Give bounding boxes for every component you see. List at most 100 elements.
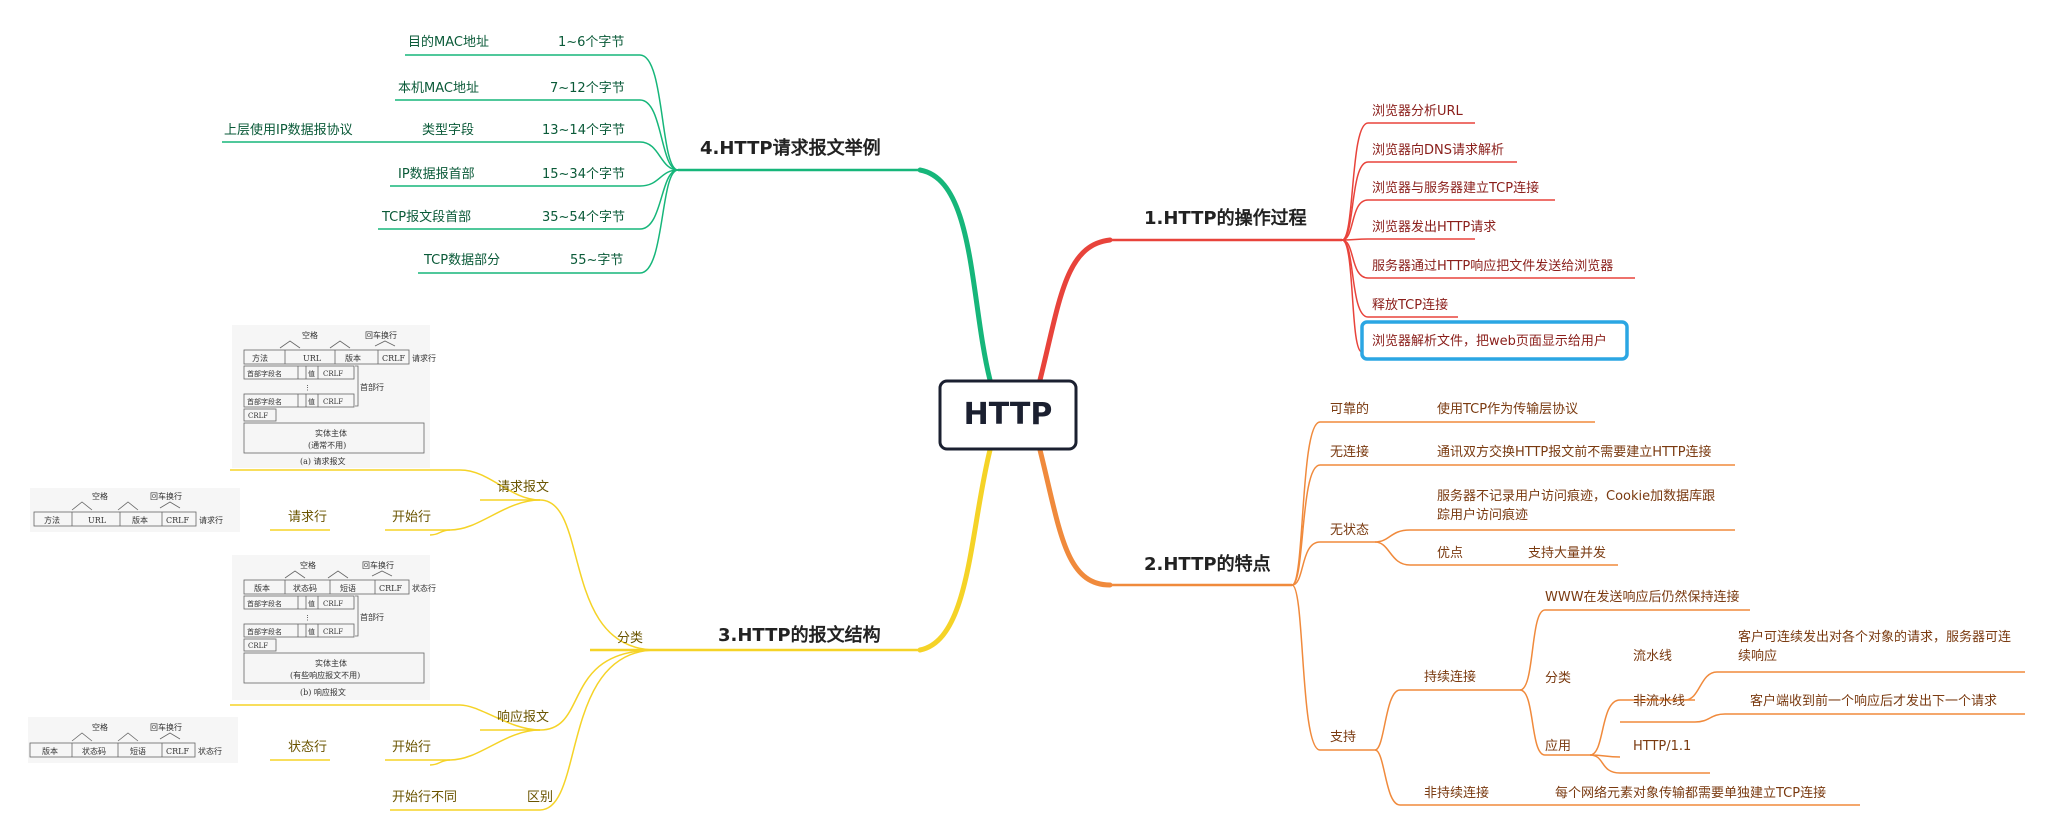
svg-text:实体主体: 实体主体: [315, 428, 347, 438]
svg-text:版本: 版本: [254, 583, 270, 593]
b3-status-line[interactable]: 状态行: [288, 740, 327, 755]
root-label: HTTP: [964, 397, 1053, 432]
svg-text:值: 值: [308, 369, 315, 378]
b2-advantage-desc[interactable]: 支持大量并发: [1528, 545, 1606, 561]
svg-text:CRLF: CRLF: [323, 398, 343, 406]
branch-3-curve: [917, 447, 993, 653]
b4-row-5-bytes[interactable]: 35~54个字节: [542, 210, 625, 225]
b2-nonpersistent[interactable]: 非持续连接: [1424, 785, 1489, 801]
b2-connectionless-desc[interactable]: 通讯双方交换HTTP报文前不需要建立HTTP连接: [1437, 444, 1712, 460]
b2-stateless-desc-1[interactable]: 服务器不记录用户访问痕迹，Cookie加数据库跟: [1437, 488, 1715, 504]
svg-text:回车换行: 回车换行: [150, 491, 182, 501]
svg-text:⋮: ⋮: [304, 614, 311, 622]
b2-support[interactable]: 支持: [1330, 730, 1356, 745]
svg-text:请求行: 请求行: [199, 515, 223, 525]
svg-text:⋮: ⋮: [304, 384, 311, 392]
root-node[interactable]: HTTP: [938, 379, 1078, 451]
b1-item-1[interactable]: 浏览器分析URL: [1372, 103, 1464, 119]
branch-1-title[interactable]: 1.HTTP的操作过程: [1144, 207, 1307, 229]
b3-diff-desc[interactable]: 开始行不同: [392, 790, 457, 805]
b3-start-line-req[interactable]: 开始行: [392, 510, 431, 525]
svg-text:空格: 空格: [300, 560, 316, 570]
branch-4-title[interactable]: 4.HTTP请求报文举例: [700, 137, 881, 159]
b4-row-4-name[interactable]: IP数据报首部: [398, 167, 475, 182]
b2-pipeline-desc-1[interactable]: 客户可连续发出对各个对象的请求，服务器可连: [1738, 629, 2011, 645]
b2-reliable-desc[interactable]: 使用TCP作为传输层协议: [1437, 401, 1578, 417]
b2-nonpipeline-desc[interactable]: 客户端收到前一个响应后才发出下一个请求: [1750, 693, 1997, 709]
b2-persistent[interactable]: 持续连接: [1424, 669, 1476, 685]
svg-text:空格: 空格: [92, 491, 108, 501]
svg-text:值: 值: [308, 397, 315, 406]
b2-classify[interactable]: 分类: [1545, 671, 1571, 686]
b2-advantage[interactable]: 优点: [1437, 546, 1463, 561]
b4-upper[interactable]: 上层使用IP数据报协议: [224, 122, 353, 138]
branch-4-curve: [917, 167, 993, 383]
b1-item-6[interactable]: 释放TCP连接: [1372, 297, 1448, 313]
svg-text:CRLF: CRLF: [323, 600, 343, 608]
b2-apply-desc[interactable]: HTTP/1.1: [1633, 739, 1691, 754]
svg-text:首部字段名: 首部字段名: [247, 627, 282, 636]
svg-text:CRLF: CRLF: [323, 370, 343, 378]
svg-text:值: 值: [308, 627, 315, 636]
b3-classify[interactable]: 分类: [617, 631, 643, 646]
svg-text:首部行: 首部行: [360, 612, 384, 622]
b3-start-line-resp[interactable]: 开始行: [392, 740, 431, 755]
b3-difference[interactable]: 区别: [527, 790, 553, 805]
request-message-figure: 空格 回车换行 方法 URL 版本 CRLF 请求行 首部字段名 值 CRLF …: [232, 325, 436, 468]
b4-row-2-name[interactable]: 本机MAC地址: [398, 81, 479, 96]
svg-text:状态码: 状态码: [293, 583, 317, 593]
svg-text:请求行: 请求行: [412, 353, 436, 363]
b2-persistent-desc[interactable]: WWW在发送响应后仍然保持连接: [1545, 589, 1740, 605]
b4-row-1-name[interactable]: 目的MAC地址: [408, 34, 489, 50]
b1-item-2[interactable]: 浏览器向DNS请求解析: [1372, 142, 1504, 158]
svg-text:CRLF: CRLF: [166, 747, 189, 756]
status-line-figure: 空格 回车换行 版本 状态码 短语 CRLF 状态行: [28, 717, 238, 763]
svg-text:值: 值: [308, 599, 315, 608]
branch-2-title[interactable]: 2.HTTP的特点: [1144, 553, 1271, 575]
b4-row-1-bytes[interactable]: 1~6个字节: [558, 35, 624, 50]
branch-3-title[interactable]: 3.HTTP的报文结构: [718, 624, 881, 646]
b1-item-7-highlight: [1360, 320, 1629, 361]
b4-row-4-bytes[interactable]: 15~34个字节: [542, 167, 625, 182]
b1-item-5[interactable]: 服务器通过HTTP响应把文件发送给浏览器: [1372, 258, 1613, 274]
svg-text:首部字段名: 首部字段名: [247, 397, 282, 406]
response-message-figure: 空格 回车换行 版本 状态码 短语 CRLF 状态行 首部字段名 值 CRLF …: [232, 555, 436, 700]
b2-connectionless[interactable]: 无连接: [1330, 444, 1369, 460]
svg-text:回车换行: 回车换行: [362, 560, 394, 570]
b2-apply[interactable]: 应用: [1545, 738, 1571, 754]
branch-1-curve: [1037, 237, 1113, 383]
svg-text:回车换行: 回车换行: [150, 722, 182, 732]
b4-row-2-bytes[interactable]: 7~12个字节: [550, 81, 625, 96]
b1-item-3[interactable]: 浏览器与服务器建立TCP连接: [1372, 180, 1539, 196]
b4-row-3-bytes[interactable]: 13~14个字节: [542, 123, 625, 138]
svg-text:版本: 版本: [42, 746, 58, 756]
svg-text:空格: 空格: [302, 330, 318, 340]
svg-text:版本: 版本: [132, 515, 148, 525]
b4-row-6-name[interactable]: TCP数据部分: [423, 253, 500, 268]
b2-pipeline-desc-2: 续响应: [1738, 648, 1777, 664]
b3-request[interactable]: 请求报文: [497, 480, 549, 495]
b2-nonpipeline[interactable]: 非流水线: [1633, 694, 1685, 709]
b2-reliable[interactable]: 可靠的: [1330, 401, 1369, 417]
b4-row-6-bytes[interactable]: 55~字节: [570, 253, 623, 268]
b2-stateless[interactable]: 无状态: [1330, 523, 1369, 538]
svg-text:方法: 方法: [252, 353, 268, 363]
b2-pipeline[interactable]: 流水线: [1633, 649, 1672, 664]
svg-text:短语: 短语: [130, 746, 146, 756]
b3-request-line[interactable]: 请求行: [288, 510, 327, 525]
branch-2: 2.HTTP的特点: [1110, 401, 2025, 806]
b2-nonpersistent-desc[interactable]: 每个网络元素对象传输都需要单独建立TCP连接: [1555, 785, 1826, 801]
svg-text:CRLF: CRLF: [379, 584, 402, 593]
b4-row-3-name[interactable]: 类型字段: [422, 123, 474, 138]
b4-row-5-name[interactable]: TCP报文段首部: [381, 210, 471, 225]
svg-text:CRLF: CRLF: [248, 412, 268, 420]
svg-text:(有些响应报文不用): (有些响应报文不用): [290, 670, 360, 680]
svg-text:状态码: 状态码: [82, 746, 106, 756]
b1-item-7[interactable]: 浏览器解析文件，把web页面显示给用户: [1372, 333, 1607, 349]
b3-response[interactable]: 响应报文: [497, 709, 549, 725]
b1-item-4[interactable]: 浏览器发出HTTP请求: [1372, 219, 1496, 235]
svg-text:CRLF: CRLF: [323, 628, 343, 636]
svg-text:空格: 空格: [92, 722, 108, 732]
branch-4: 4.HTTP请求报文举例 上层使用IP数据报协议 目的MAC地址 1~6个字节 …: [222, 34, 920, 274]
